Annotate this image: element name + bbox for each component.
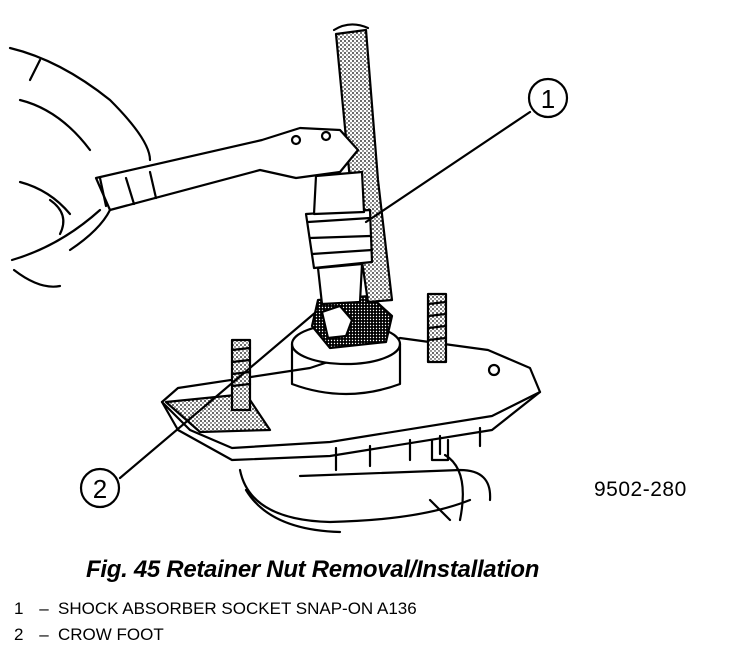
ratchet-wrench [94, 126, 360, 212]
crow-foot [310, 294, 394, 350]
figure-id: 9502-280 [594, 478, 687, 501]
legend-item-1: 1–SHOCK ABSORBER SOCKET SNAP-ON A136 [14, 596, 417, 622]
leader-line-2 [118, 310, 318, 480]
hand [8, 46, 152, 288]
shock-absorber-socket [304, 170, 374, 306]
right-stud [426, 292, 448, 364]
leader-line-1 [364, 110, 532, 224]
legend-number: 1 [14, 599, 24, 618]
mounting-plate [160, 336, 542, 472]
legend-separator: – [39, 599, 49, 618]
legend-label: SHOCK ABSORBER SOCKET SNAP-ON A136 [58, 599, 417, 618]
legend-number: 2 [14, 625, 24, 644]
legend-item-2: 2–CROW FOOT [14, 622, 417, 648]
callout-label-1: 1 [541, 84, 555, 114]
legend-separator: – [39, 625, 49, 644]
technical-illustration: 1 2 [8, 23, 569, 534]
legend-label: CROW FOOT [58, 625, 164, 644]
callout-label-2: 2 [93, 474, 107, 504]
callout-circle-1 [527, 77, 569, 119]
coil-spring [238, 453, 492, 534]
figure-caption: Fig. 45 Retainer Nut Removal/Installatio… [86, 556, 540, 583]
legend-list: 1–SHOCK ABSORBER SOCKET SNAP-ON A136 2–C… [14, 596, 417, 648]
callout-circle-2 [79, 467, 121, 509]
